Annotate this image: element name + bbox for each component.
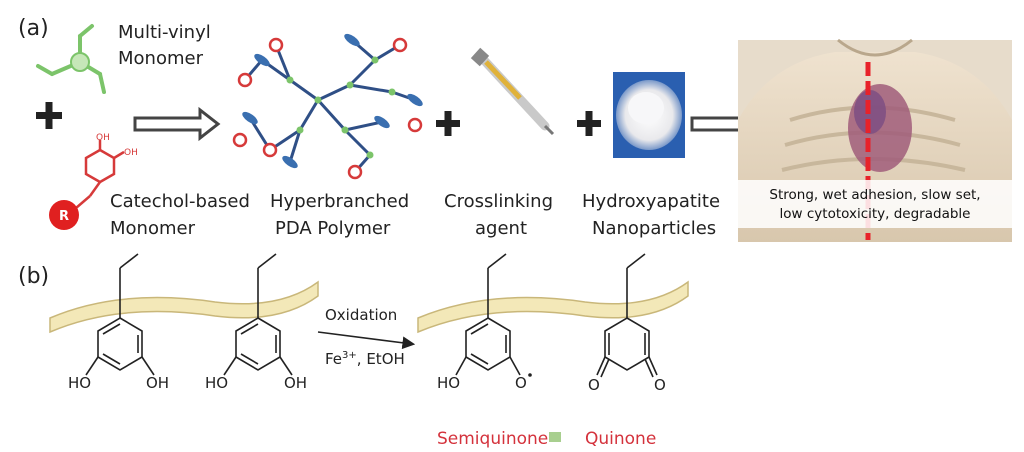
polymer-branch-end [282,155,298,169]
polymer-branch-end [374,115,390,129]
hyperbranched-polymer-icon [232,33,423,180]
polymer-label-line1: Hyperbranched [270,191,409,212]
polymer-branch-end [254,53,270,67]
r-group-icon: R [49,200,79,230]
hap-label-line1: Hydroxyapatite [582,191,720,212]
oh-label-3: HO [205,374,228,392]
result-caption-line1: Strong, wet adhesion, slow set, [769,187,980,203]
multivinyl-monomer-icon [36,24,106,94]
oh-label-1: HO [68,374,91,392]
plus-icon-1 [36,102,62,129]
plus-icon-2 [436,111,460,136]
polymer-bond [298,99,320,131]
polymer-branch-node [346,81,354,89]
catechol-oh-2: OH [124,148,138,158]
result-caption-box [738,180,1012,228]
polymer-branch-node [314,96,322,104]
catechol-label-line1: Catechol-based [110,191,250,212]
catechol-unit-2 [223,253,293,376]
polymer-catechol-ring [237,72,253,88]
polymer-branch-node [341,126,349,134]
polymer-bond [348,58,377,87]
plus-icon-3 [577,111,601,136]
polymer-bond [349,83,393,94]
semiquinone-label: Semiquinone [437,429,548,449]
polymer-catechol-ring [392,37,408,53]
polymer-catechol-ring [407,117,423,133]
polymer-branch-node [296,126,304,134]
polymer-catechol-ring [268,37,284,53]
polymer-branch-node [388,88,396,96]
o-label-2: O [654,376,666,394]
polymer-bond [343,128,372,157]
reagent-label: Fe3+, EtOH [325,350,405,368]
polymer-branch-node [286,76,294,84]
polymer-catechol-ring [232,132,248,148]
polymer-backbone-right [417,280,689,334]
catechol-unit-1 [85,253,155,376]
quinone-unit [596,253,658,378]
polymer-bond [317,83,351,102]
catechol-monomer-icon [75,140,125,209]
quinone-label: Quinone [585,429,656,449]
polymer-branch-end [344,33,360,47]
catechol-label-line2: Monomer [110,218,196,239]
svg-text:R: R [59,209,69,224]
synthesis-arrow-icon [133,106,221,142]
o-radical-label: O [515,374,527,392]
multivinyl-label-line1: Multi-vinyl [118,22,211,43]
pipette-icon [470,47,555,136]
polymer-branch-end [407,93,423,107]
polymer-catechol-ring [262,142,278,158]
oh-label-4: OH [284,374,307,392]
polymer-branch-node [371,56,379,64]
crosslink-label-line2: agent [475,218,527,239]
catechol-oh-1: OH [96,133,110,143]
polymer-branch-end [242,111,258,125]
oh-label-2: OH [146,374,169,392]
polymer-catechol-ring [347,164,363,180]
reaction-arrow [317,331,416,350]
panel-a-label: (a) [18,16,49,41]
hydroxyapatite-powder-image [613,72,685,158]
panel-b-label: (b) [18,264,49,289]
semiquinone-unit [455,253,521,376]
equilibrium-marker [549,432,561,442]
radical-dot [528,373,532,377]
polymer-bond [316,98,347,132]
multivinyl-label-line2: Monomer [118,48,204,69]
oxidation-label: Oxidation [325,306,397,324]
ho-label-semi: HO [437,374,460,392]
polymer-label-line2: PDA Polymer [275,218,391,239]
crosslink-label-line1: Crosslinking [444,191,553,212]
polymer-bond [289,78,319,102]
result-caption-line2: low cytotoxicity, degradable [780,206,971,222]
polymer-backbone-left [49,280,319,334]
hap-label-line2: Nanoparticles [592,218,716,239]
polymer-bond [344,120,383,132]
polymer-branch-node [366,151,374,159]
polymer-bond [288,129,302,163]
o-label-1: O [588,376,600,394]
